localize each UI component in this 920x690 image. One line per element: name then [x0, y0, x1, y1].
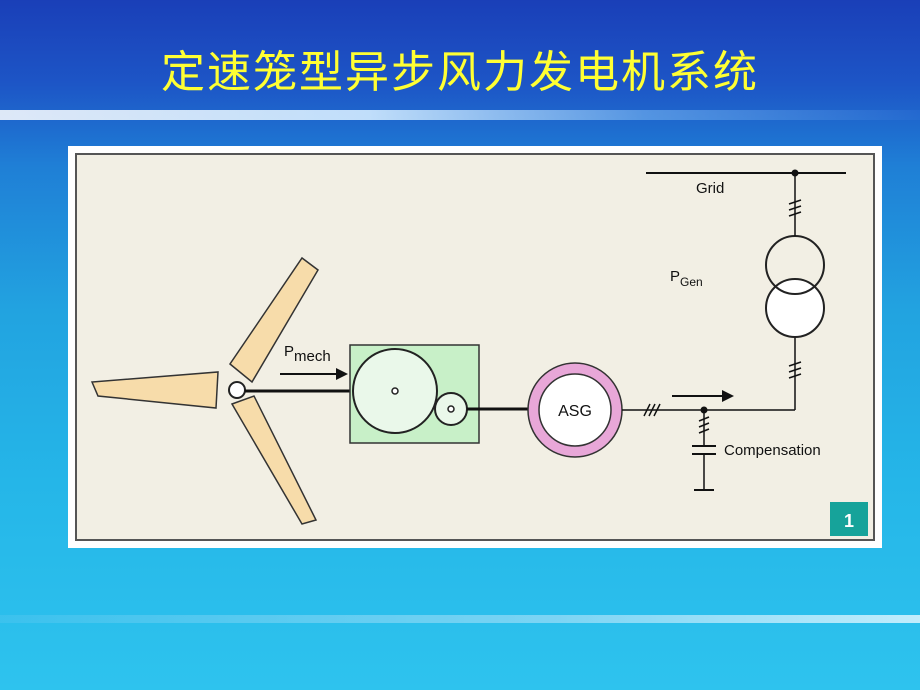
p-mech-arrowhead	[336, 368, 348, 380]
figure-number: 1	[844, 511, 854, 531]
transformer-lower-coil	[765, 278, 825, 338]
p-mech-label: Pmech	[284, 343, 331, 365]
wind-turbine-diagram: Pmech ASG	[75, 153, 875, 541]
blade-top	[228, 256, 319, 384]
generator-label: ASG	[558, 403, 592, 420]
bottom-divider-band	[0, 615, 920, 623]
compensation-label: Compensation	[724, 442, 821, 459]
p-gen-label: PGen	[670, 268, 703, 289]
slide-title: 定速笼型异步风力发电机系统	[161, 47, 759, 98]
p-gen-arrowhead	[722, 390, 734, 402]
grid-label: Grid	[696, 180, 724, 197]
figure-number-badge	[830, 502, 868, 536]
p-gen-main: P	[670, 268, 680, 285]
blade-left	[90, 371, 219, 409]
p-gen-sub: Gen	[680, 275, 703, 289]
transformer-upper-marker	[788, 199, 802, 217]
p-mech-main: P	[284, 343, 294, 360]
small-gear-axle	[447, 405, 455, 413]
generator-core	[538, 373, 612, 447]
top-divider-band	[0, 110, 920, 120]
three-phase-marker	[643, 403, 661, 417]
compensation-switch-marker	[698, 416, 710, 434]
grid-junction	[791, 169, 799, 177]
large-gear-axle	[391, 387, 399, 395]
blade-bottom	[230, 395, 318, 525]
diagram-panel: Pmech ASG	[68, 146, 882, 548]
rotor-hub	[228, 381, 246, 399]
p-mech-sub: mech	[294, 348, 331, 365]
transformer-lower-marker	[788, 361, 802, 379]
